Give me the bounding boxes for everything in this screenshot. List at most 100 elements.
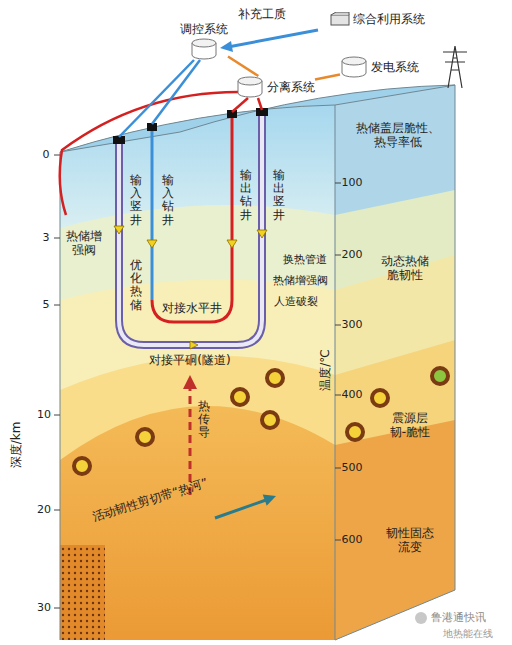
focus-dot [347,424,363,440]
tick-number: 3 [43,231,50,244]
tick [54,305,60,306]
tick [54,155,60,156]
tunnel-u-inner [119,114,262,345]
power-tower [443,46,467,88]
shear-arrow [215,495,276,519]
red-pipe [60,92,238,215]
well-head [147,123,157,131]
tan-layer [60,105,335,460]
tick-number: 400 [342,388,363,401]
tick-number: 500 [342,461,363,474]
tick [335,468,341,469]
focus-dot [372,390,388,406]
blue-layer [335,85,455,215]
tick-number: 10 [37,408,51,421]
well-label: 输入竖井 [130,174,142,227]
part-label: 人造破裂 [274,295,318,308]
blue-pipe [152,60,200,124]
light-yellow-layer [60,105,335,390]
part-label: 热储增强阀 [65,229,103,258]
layer-label: 韧性固态流变 [385,526,435,555]
tick [335,325,341,326]
arrow-head [263,495,276,506]
watermark: 地热能在线 [443,628,493,640]
tick-number: 30 [37,601,51,614]
focus-dot [267,370,283,386]
node-text: 综合利用系统 [353,12,425,26]
arrow-head [183,375,197,389]
tick-number: 300 [342,318,363,331]
tick-number: 5 [43,298,50,311]
valve-marker [147,240,157,248]
watermark-icon [415,612,427,624]
horizontal-well [152,116,232,322]
tick [335,540,341,541]
focus-dot [137,429,153,445]
tank-node: 分离系统 [236,76,315,98]
part-label: 优化热储 [130,259,142,312]
tick-number: 100 [342,176,363,189]
node-text: 分离系统 [267,80,315,94]
right-face [335,85,455,640]
orange-layer [60,105,335,640]
blue-pipe [119,60,194,137]
red-pipe [232,98,248,112]
tick [54,510,60,511]
supply-pipe [228,30,318,47]
wechat-icon [415,612,427,624]
tank-top [238,77,262,85]
tank-top [342,57,366,65]
valve-marker [227,240,237,248]
seismic-dots [74,368,448,474]
tick [335,395,341,396]
facility-roof [331,12,349,15]
pipe-connector [228,56,258,76]
red-pipe [258,98,262,110]
layer-label: 热储盖层脆性、热导率低 [355,121,441,150]
front-face [60,105,335,640]
focus-dot [262,412,278,428]
valve-marker [257,230,267,238]
temperature-ticks [335,183,341,540]
part-label: 换热管道 [283,253,327,266]
supply-label: 补充工质 [238,7,286,21]
node-text: 调控系统 [180,22,228,36]
tick-number: 20 [37,503,51,516]
tank-symbol [236,76,264,98]
tick [54,238,60,239]
tank-symbol [340,56,368,78]
facility-box [331,15,349,25]
arrow-head [220,41,233,52]
pale-green-layer [60,105,335,300]
tick [54,608,60,609]
tank-top [192,39,216,47]
block-outline [60,85,455,640]
pylon [443,46,467,88]
focus-dot [232,389,248,405]
facility-icon [330,12,350,26]
dotted-zone [60,545,105,640]
tank-symbol [190,38,218,60]
axis-label: 深度/km [9,422,23,469]
axis-label: 温度/℃ [318,349,332,391]
shear-flow-arrow [215,500,266,518]
well-label: 输出竖井 [273,169,285,222]
orange-layer [335,85,455,640]
tank-node: 发电系统 [340,56,419,78]
pipe-connector [315,75,340,80]
input-drill-pipe [151,128,154,300]
part-label: 对接水平井 [162,301,222,315]
layer-label: 震源层韧-脆性 [387,411,433,440]
tick [335,183,341,184]
tunnel-u [119,114,262,345]
well-label: 输入钻井 [162,174,174,227]
valve-marker [114,226,124,234]
tick [335,255,341,256]
tan-layer [335,85,455,445]
layer-label: 动态热储脆韧性 [380,254,430,283]
tick-number: 600 [342,533,363,546]
tank-node: 调控系统 [180,22,228,60]
well-label: 输出钻井 [240,169,252,222]
facility-node: 综合利用系统 [330,12,425,26]
